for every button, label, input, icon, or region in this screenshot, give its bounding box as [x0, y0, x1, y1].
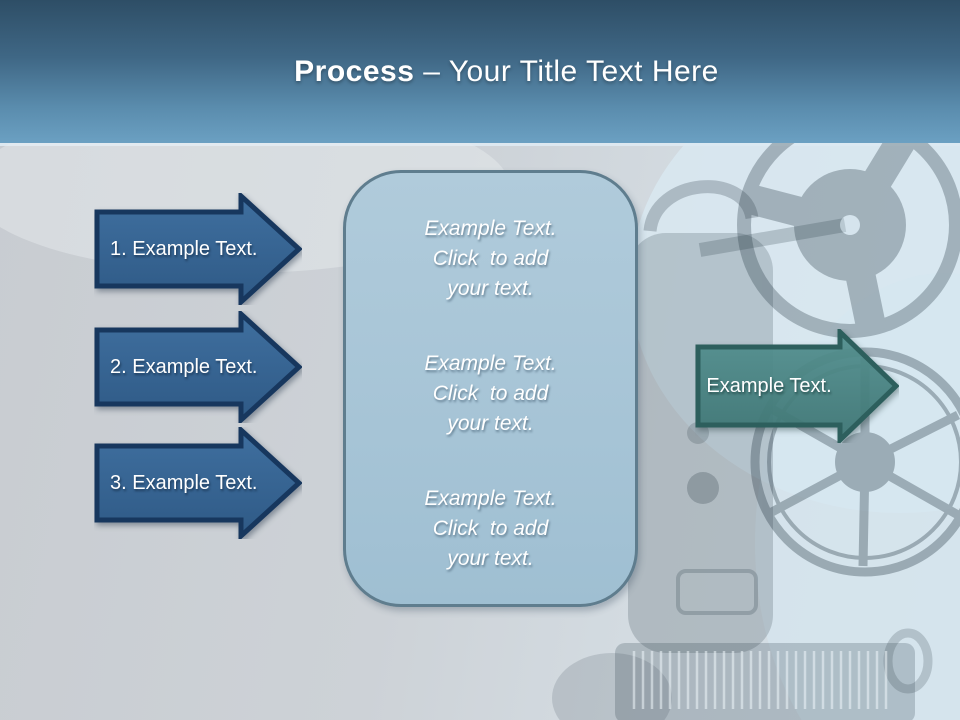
process-step-arrow-2[interactable]: 2. Example Text.	[94, 311, 302, 423]
arrow-right-shape	[94, 427, 302, 539]
slide-header: Process – Your Title Text Here	[0, 0, 960, 146]
panel-paragraph-3: Example Text. Click to add your text.	[424, 487, 557, 570]
slide-title-emphasis: Process	[294, 54, 415, 88]
slide-title-text: – Your Title Text Here	[414, 54, 719, 88]
process-step-label: 3. Example Text.	[110, 471, 258, 494]
slide-title: Process – Your Title Text Here	[241, 21, 719, 123]
result-arrow-label: Example Text.	[706, 374, 832, 397]
result-arrow[interactable]: Example Text.	[695, 329, 899, 443]
panel-paragraph-1: Example Text. Click to add your text.	[424, 217, 557, 300]
process-step-label: 2. Example Text.	[110, 355, 258, 378]
process-step-label: 1. Example Text.	[110, 237, 258, 260]
arrow-right-shape	[94, 193, 302, 305]
panel-paragraph-2: Example Text. Click to add your text.	[424, 352, 557, 435]
process-step-arrow-3[interactable]: 3. Example Text.	[94, 427, 302, 539]
process-step-arrow-1[interactable]: 1. Example Text.	[94, 193, 302, 305]
arrow-right-shape	[695, 329, 899, 443]
arrow-right-shape	[94, 311, 302, 423]
text-panel[interactable]: Example Text. Click to add your text. Ex…	[343, 170, 638, 607]
